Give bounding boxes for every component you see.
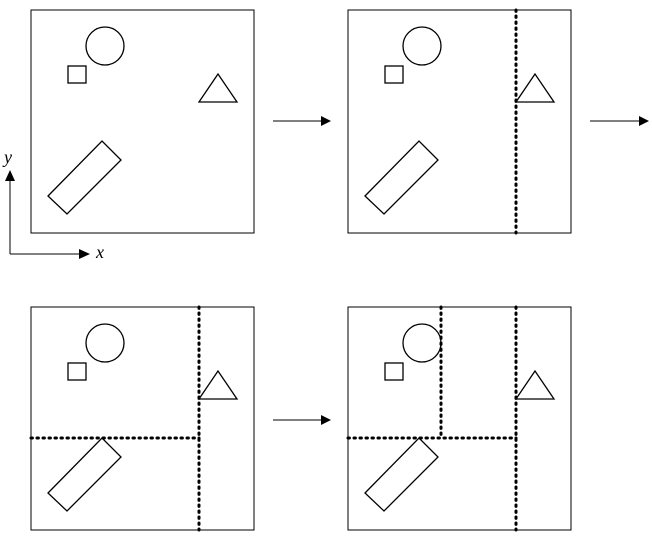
square-shape	[384, 362, 404, 381]
panel-1	[30, 9, 255, 234]
rectangle-shape	[47, 437, 122, 512]
rectangle-shape	[47, 140, 122, 215]
circle-shape	[402, 26, 442, 66]
panel-3	[29, 305, 255, 532]
panel-frame	[30, 306, 255, 531]
x-axis-arrowhead	[79, 249, 90, 259]
panel-frame	[30, 9, 255, 234]
panel-frame	[347, 9, 572, 234]
flow-arrow-3	[273, 415, 331, 425]
square-shape	[67, 65, 87, 84]
y-axis-arrowhead	[5, 170, 15, 181]
y-axis-label: y	[2, 147, 12, 167]
circle-shape	[85, 26, 125, 66]
panel-frame	[347, 306, 572, 531]
circle-shape	[402, 323, 442, 363]
flow-arrow-2	[590, 116, 649, 126]
circle-shape	[85, 323, 125, 363]
triangle-shape	[197, 72, 239, 103]
triangle-shape	[514, 369, 556, 400]
coordinate-axes: y x	[2, 147, 104, 262]
rectangle-shape	[364, 140, 439, 215]
panel-4	[346, 305, 572, 532]
panel-2	[347, 8, 572, 235]
flow-arrow-1	[273, 116, 331, 126]
square-shape	[384, 65, 404, 84]
x-axis-label: x	[95, 242, 104, 262]
triangle-shape	[514, 72, 556, 103]
rectangle-shape	[364, 437, 439, 512]
triangle-shape	[197, 369, 239, 400]
square-shape	[67, 362, 87, 381]
